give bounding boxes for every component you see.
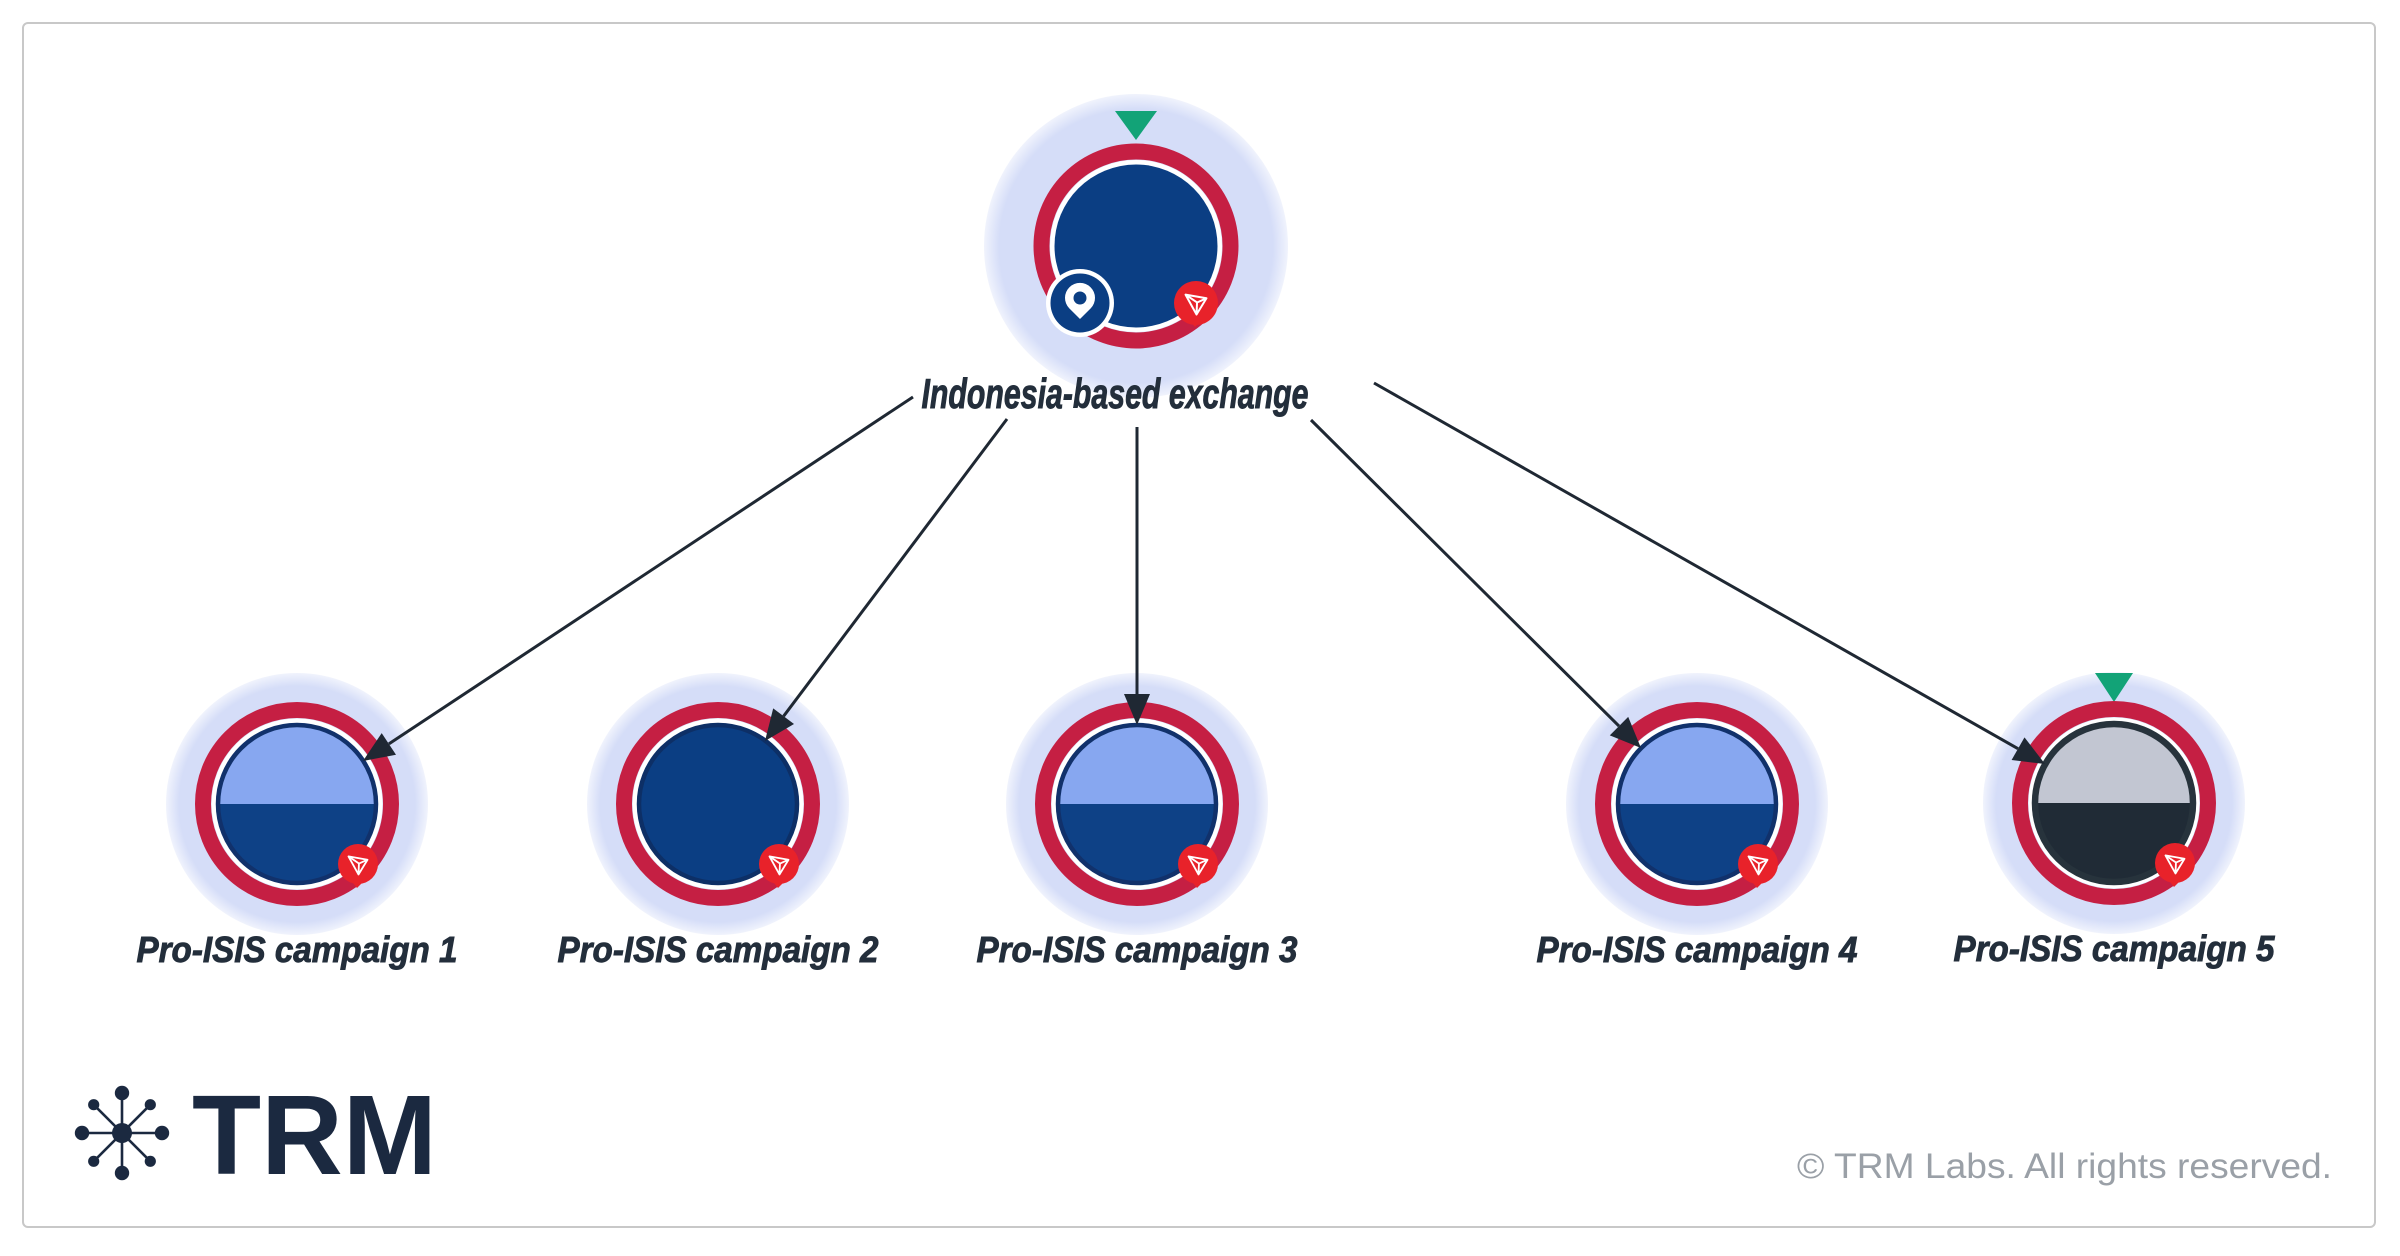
svg-text:Pro-ISIS campaign 3: Pro-ISIS campaign 3 [977,929,1298,970]
svg-text:© TRM Labs. All rights reserve: © TRM Labs. All rights reserved. [1797,1147,2332,1186]
svg-text:Pro-ISIS campaign 2: Pro-ISIS campaign 2 [558,929,879,970]
svg-text:Pro-ISIS campaign 5: Pro-ISIS campaign 5 [1954,928,2276,969]
svg-text:TRM: TRM [192,1072,437,1198]
svg-text:Pro-ISIS campaign 1: Pro-ISIS campaign 1 [137,929,458,970]
svg-text:Pro-ISIS campaign 4: Pro-ISIS campaign 4 [1537,929,1858,970]
svg-text:Indonesia-based exchange: Indonesia-based exchange [922,370,1309,417]
